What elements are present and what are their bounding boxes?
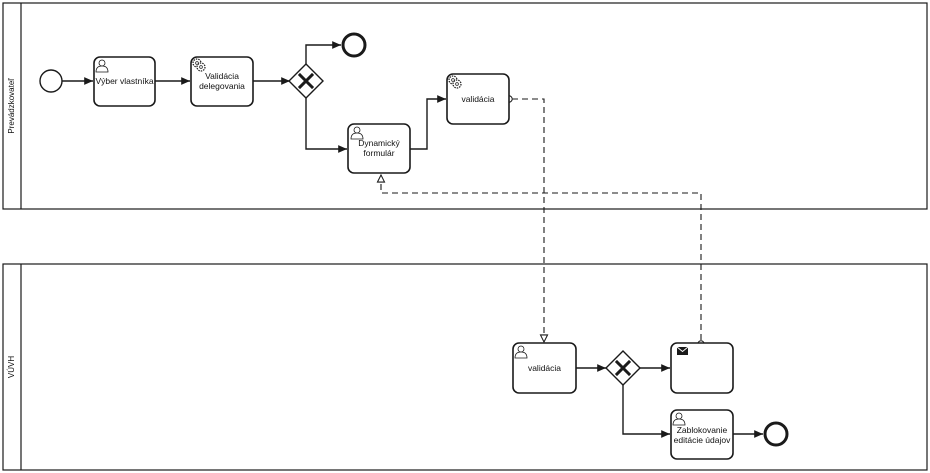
task-dynamicky-formular-label-2: formulár xyxy=(363,148,394,158)
exclusive-gateway-top[interactable] xyxy=(288,63,324,99)
pool-vuvh-label: VÚVH xyxy=(7,356,16,378)
task-validacia-user-label: validácia xyxy=(528,363,561,373)
gear-icon xyxy=(448,75,462,89)
task-validacia-user[interactable]: validácia xyxy=(512,342,577,394)
task-send-message[interactable] xyxy=(670,342,734,394)
task-validacia-delegovania-label-2: delegovania xyxy=(199,81,245,91)
task-zablokovanie[interactable]: Zablokovanie editácie údajov xyxy=(670,409,734,460)
user-icon xyxy=(95,59,109,73)
task-dynamicky-formular[interactable]: Dynamický formulár xyxy=(347,123,411,174)
start-event[interactable] xyxy=(39,69,63,93)
task-zablokovanie-label-1: Zablokovanie xyxy=(677,425,728,435)
manual-user-icon xyxy=(350,126,364,140)
user-icon xyxy=(514,345,528,359)
task-validacia-delegovania-label-1: Validácia xyxy=(205,71,239,81)
sequence-flows-top xyxy=(62,41,446,153)
pool-prevadzkovatel-label: Prevádzkovateľ xyxy=(7,78,16,134)
end-event-bottom[interactable] xyxy=(763,421,789,447)
end-event-top[interactable] xyxy=(341,32,367,58)
task-dynamicky-formular-label-1: Dynamický xyxy=(358,138,400,148)
user-icon xyxy=(672,412,686,426)
task-validacia-delegovania[interactable]: Validácia delegovania xyxy=(190,56,254,107)
envelope-icon xyxy=(676,346,689,355)
pool-vuvh[interactable]: VÚVH xyxy=(2,263,928,471)
gear-icon xyxy=(192,58,206,72)
task-vyber-vlastnika[interactable]: Výber vlastníka xyxy=(93,56,156,107)
task-vyber-vlastnika-label: Výber vlastníka xyxy=(95,76,153,86)
task-validacia-service[interactable]: validácia xyxy=(446,73,510,125)
exclusive-gateway-bottom[interactable] xyxy=(605,350,641,386)
task-validacia-service-label: validácia xyxy=(461,94,494,104)
task-zablokovanie-label-2: editácie údajov xyxy=(674,435,731,445)
sequence-flows-bottom xyxy=(576,364,763,438)
